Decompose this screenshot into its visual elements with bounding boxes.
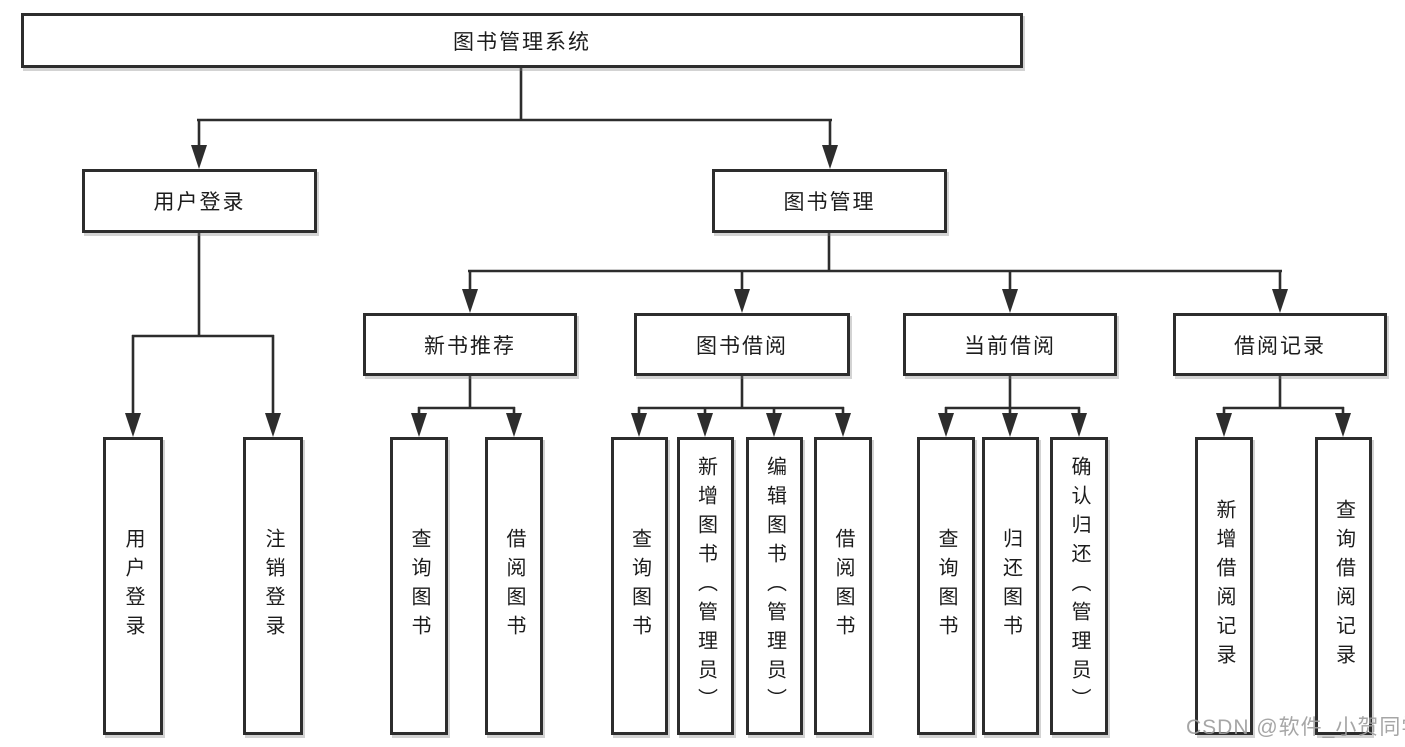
node-root: 图书管理系统 [21, 13, 1023, 68]
node-book-borrow: 图书借阅 [634, 313, 850, 376]
leaf-confirm-return-admin: 确认归还（管理员） [1050, 437, 1108, 735]
leaf-newbook-query-books: 查询图书 [390, 437, 448, 735]
leaf-borrow-query-books: 查询图书 [611, 437, 668, 735]
leaf-borrow-borrow-books: 借阅图书 [814, 437, 872, 735]
node-new-book-recommend: 新书推荐 [363, 313, 577, 376]
leaf-add-borrow-record: 新增借阅记录 [1195, 437, 1253, 735]
leaf-edit-book-admin: 编辑图书（管理员） [746, 437, 803, 735]
leaf-query-borrow-record: 查询借阅记录 [1315, 437, 1372, 735]
leaf-logout: 注销登录 [243, 437, 303, 735]
node-user-login: 用户登录 [82, 169, 317, 233]
node-borrow-records: 借阅记录 [1173, 313, 1387, 376]
leaf-return-books: 归还图书 [982, 437, 1039, 735]
leaf-user-login: 用户登录 [103, 437, 163, 735]
leaf-newbook-borrow-books: 借阅图书 [485, 437, 543, 735]
watermark: CSDN @软件_小贺同学 [1186, 716, 1405, 739]
leaf-add-book-admin: 新增图书（管理员） [677, 437, 734, 735]
node-current-borrow: 当前借阅 [903, 313, 1117, 376]
node-book-management: 图书管理 [712, 169, 947, 233]
leaf-current-query-books: 查询图书 [917, 437, 975, 735]
